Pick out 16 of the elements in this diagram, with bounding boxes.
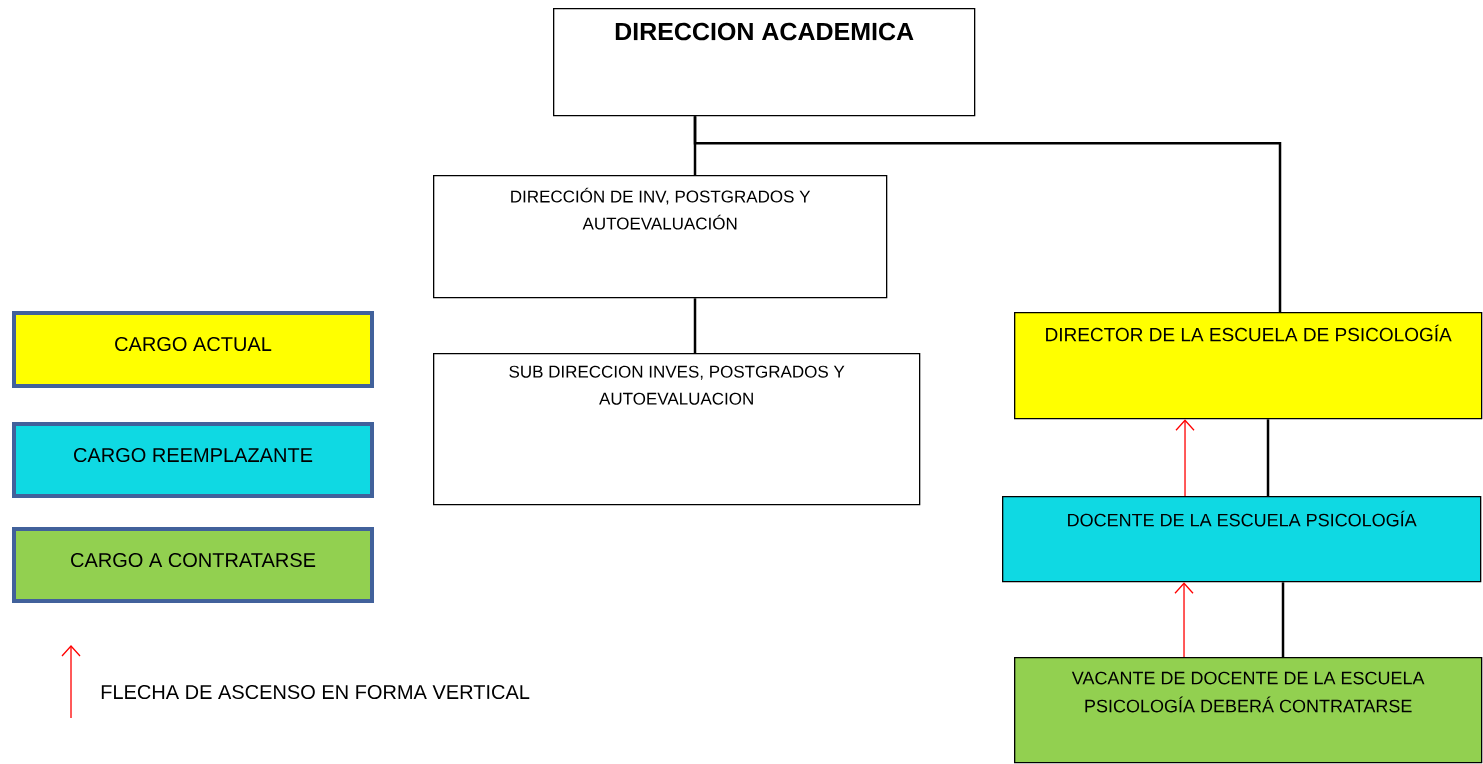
arrow	[1175, 419, 1195, 497]
position-box: DIRECCIÓN DE INV, POSTGRADOS Y AUTOEVALUACIÓN	[433, 175, 888, 299]
arrow	[1174, 582, 1194, 658]
position-box: DOCENTE DE LA ESCUELA PSICOLOGÍA	[1002, 496, 1482, 583]
connector-line	[693, 298, 697, 353]
legend-label: CARGO A CONTRATARSE	[71, 552, 316, 568]
legend-label: CARGO REEMPLAZANTE	[74, 447, 313, 463]
legend-label: FLECHA DE ASCENSO EN FORMA VERTICAL	[101, 684, 530, 700]
connector-line	[1266, 419, 1270, 496]
connector-line	[693, 116, 1282, 312]
position-box: VACANTE DE DOCENTE DE LA ESCUELA PSICOLOGÍA DEBERÁ CONTRATARSE	[1014, 657, 1483, 764]
position-box: SUB DIRECCION INVES, POSTGRADOS Y AUTOEVALUACION	[433, 353, 921, 506]
connector-line	[1281, 582, 1285, 657]
position-box: DIRECCION ACADEMICA	[553, 8, 976, 117]
position-box: DIRECTOR DE LA ESCUELA DE PSICOLOGÍA	[1014, 312, 1483, 420]
legend-label: CARGO ACTUAL	[115, 336, 272, 352]
